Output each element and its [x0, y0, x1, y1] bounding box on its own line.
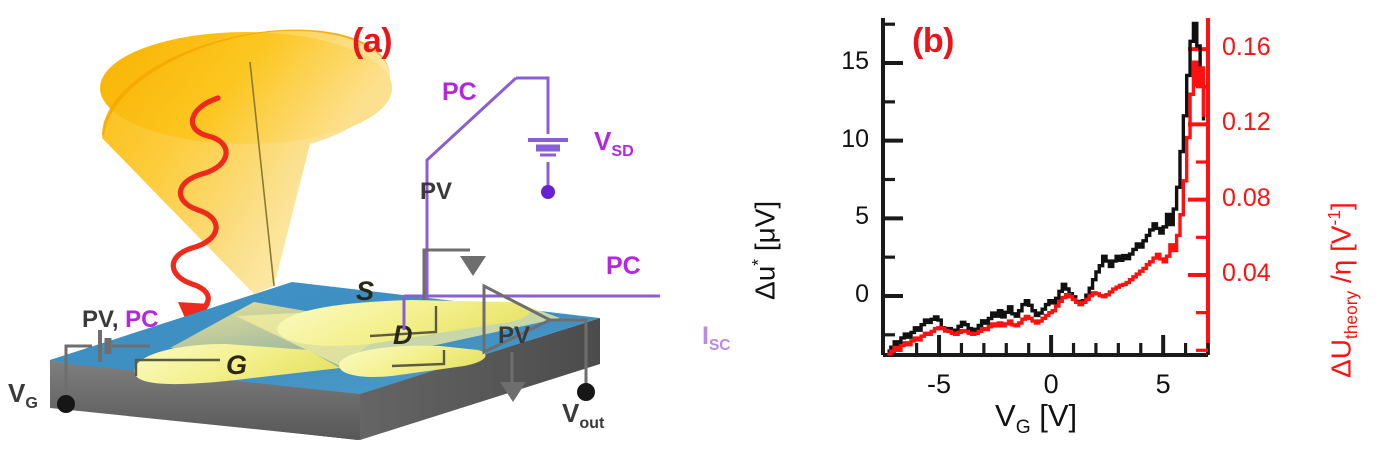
x-label-unit: [V]: [1030, 398, 1078, 433]
annotation-pc-top: PC: [442, 78, 477, 106]
label-vout: Vout: [562, 398, 604, 433]
data-series-1: [887, 21, 1206, 353]
panel-a-label: (a): [352, 22, 393, 60]
y-tick-label-left: 15: [841, 47, 869, 76]
y-tick-label-left: 5: [855, 202, 869, 231]
label-vsd: VSD: [594, 126, 634, 161]
vg-text: V: [8, 378, 26, 408]
label-isc: ISC: [702, 322, 731, 355]
y-tick-label-right: 0.16: [1222, 33, 1271, 62]
x-tick-label: 0: [1043, 369, 1059, 399]
x-label-sub: G: [1015, 417, 1031, 439]
label-vg: VG: [8, 378, 38, 413]
annotation-pc-right: PC: [606, 252, 641, 280]
y-tick-label-right: 0.08: [1222, 183, 1271, 212]
data-series-2: [887, 60, 1206, 356]
x-label-v: V: [995, 398, 1016, 433]
light-cone-graphic: [100, 29, 392, 295]
annotation-pv-left: PV: [420, 178, 453, 205]
device-slab-graphic: [50, 282, 600, 440]
x-axis-label: VG [V]: [995, 398, 1077, 439]
x-tick-label: -5: [927, 369, 952, 399]
isc-text: I: [702, 322, 709, 350]
y-tick-label-right: 0.12: [1222, 108, 1271, 137]
circuit-wiring: [57, 76, 660, 413]
pad-label-source: S: [356, 276, 375, 306]
vout-text: V: [562, 398, 580, 428]
y-tick-label-left: 10: [841, 124, 869, 153]
isc-subscript: SC: [708, 337, 731, 354]
chart-plot-area: [881, 18, 1210, 357]
x-tick-label: 5: [1155, 369, 1171, 399]
y-tick-label-left: 0: [855, 279, 869, 308]
y-tick-label-right: 0.04: [1222, 258, 1271, 287]
annotation-pv-right: PV: [498, 322, 531, 349]
vg-subscript: G: [25, 394, 38, 413]
vout-subscript: out: [579, 414, 605, 433]
pad-label-gate: G: [226, 350, 248, 380]
panel-a-schematic: S D G: [0, 0, 731, 464]
panel-b-label: (b): [912, 22, 954, 60]
annotation-pv-pc: PV, PC: [82, 306, 159, 333]
vsd-subscript: SD: [611, 142, 634, 161]
pad-label-drain: D: [393, 320, 413, 350]
vsd-text: V: [594, 126, 612, 156]
